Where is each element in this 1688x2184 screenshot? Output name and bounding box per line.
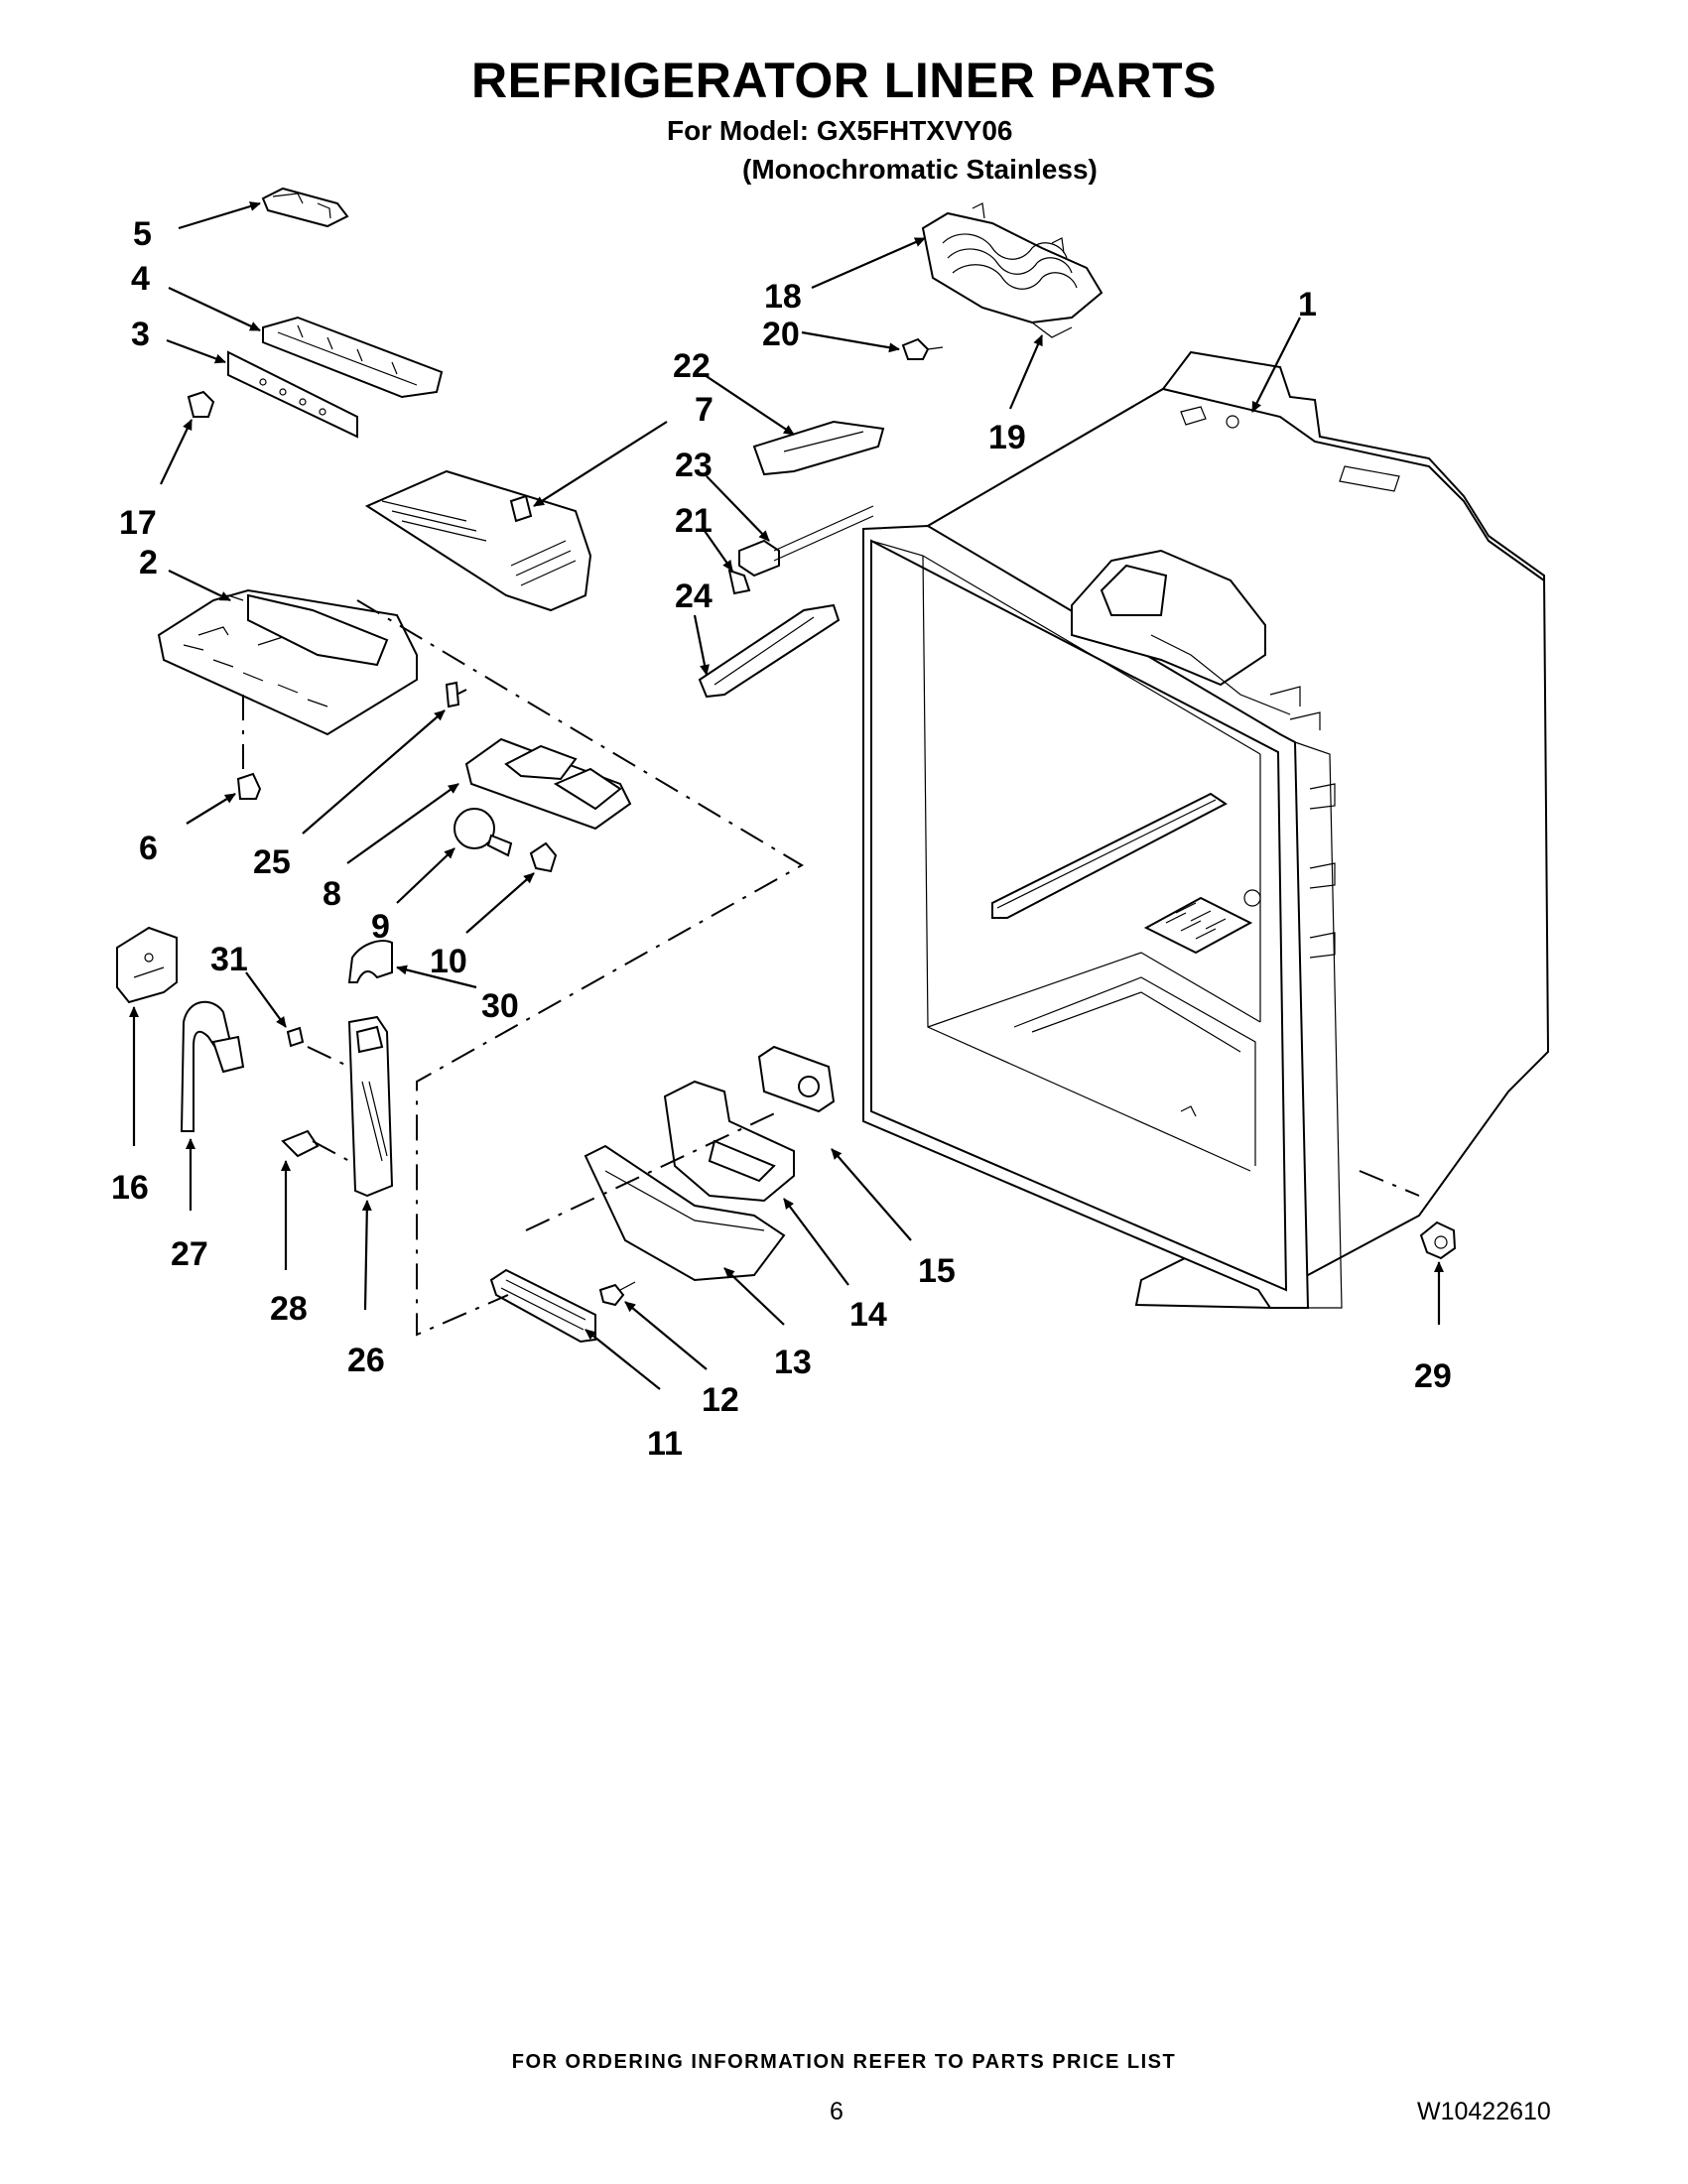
callout-29: 29: [1414, 1357, 1452, 1395]
part-25-lens: [445, 681, 460, 708]
callout-11: 11: [647, 1425, 683, 1463]
callout-21: 21: [675, 502, 713, 540]
callout-31: 31: [210, 941, 248, 978]
assembly-lines: [242, 599, 1420, 1337]
part-4-control-housing: [262, 316, 444, 399]
callout-28: 28: [270, 1290, 308, 1328]
part-9-bulb: [454, 808, 513, 857]
part-28-clip: [281, 1129, 320, 1158]
model-subtitle: (Monochromatic Stainless): [742, 154, 1098, 185]
callout-10: 10: [430, 943, 467, 980]
callout-26: 26: [347, 1342, 385, 1379]
callout-14: 14: [849, 1296, 887, 1334]
callout-labels: 1 2 3 4 5 6 7 8 9 10 11 12 13 14 15 16 1…: [111, 215, 1452, 1463]
callout-8: 8: [323, 875, 341, 913]
part-11-grille: [489, 1268, 596, 1344]
callout-17: 17: [119, 504, 157, 542]
part-6-switch: [236, 772, 262, 800]
leader-arrows: [129, 201, 1444, 1390]
callout-25: 25: [253, 843, 291, 881]
ordering-note: FOR ORDERING INFORMATION REFER TO PARTS …: [511, 2051, 1177, 2073]
model-line: For Model: GX5FHTXVY06: [667, 115, 1013, 146]
part-14-housing: [663, 1080, 795, 1203]
part-12-screw: [598, 1281, 636, 1307]
callout-19: 19: [988, 419, 1026, 456]
part-16-bracket: [116, 926, 178, 1004]
callout-18: 18: [764, 278, 802, 316]
callout-13: 13: [774, 1344, 812, 1381]
callout-6: 6: [139, 830, 158, 867]
part-3-overlay: [227, 350, 358, 439]
callout-5: 5: [133, 215, 152, 253]
part-5-bracket: [261, 187, 349, 228]
part-30-cap: [347, 940, 393, 983]
part-10-socket: [529, 841, 558, 873]
callout-1: 1: [1298, 286, 1317, 323]
callout-30: 30: [481, 987, 519, 1025]
part-26-dispenser-paddle: [347, 1015, 394, 1198]
part-20-screw: [901, 337, 944, 360]
part-31-clip: [286, 1026, 305, 1048]
part-15-actuator: [757, 1045, 836, 1113]
part-1-liner: [862, 350, 1550, 1310]
callout-7: 7: [695, 391, 714, 429]
callout-2: 2: [139, 544, 158, 581]
callout-24: 24: [675, 578, 713, 615]
page-title: REFRIGERATOR LINER PARTS: [471, 53, 1217, 108]
callout-20: 20: [762, 316, 800, 353]
part-17-clip: [187, 390, 215, 418]
part-23-21-sensor: [727, 505, 874, 595]
callout-12: 12: [702, 1381, 739, 1419]
page-number: 6: [830, 2098, 844, 2125]
callout-23: 23: [675, 447, 713, 484]
callout-27: 27: [171, 1235, 208, 1273]
part-29-cap: [1419, 1220, 1457, 1260]
callout-3: 3: [131, 316, 150, 353]
callout-4: 4: [131, 260, 150, 298]
part-24-trim: [698, 603, 841, 699]
callout-16: 16: [111, 1169, 149, 1207]
callout-15: 15: [918, 1252, 956, 1290]
part-18-19-heater-assembly: [921, 202, 1104, 338]
part-27-tube: [180, 1000, 245, 1132]
document-number: W10422610: [1417, 2098, 1551, 2125]
part-8-light-housing: [464, 737, 632, 831]
callout-22: 22: [673, 347, 711, 385]
callout-9: 9: [371, 908, 390, 946]
part-2-control-panel: [157, 588, 418, 736]
part-22-bracket: [752, 420, 885, 476]
